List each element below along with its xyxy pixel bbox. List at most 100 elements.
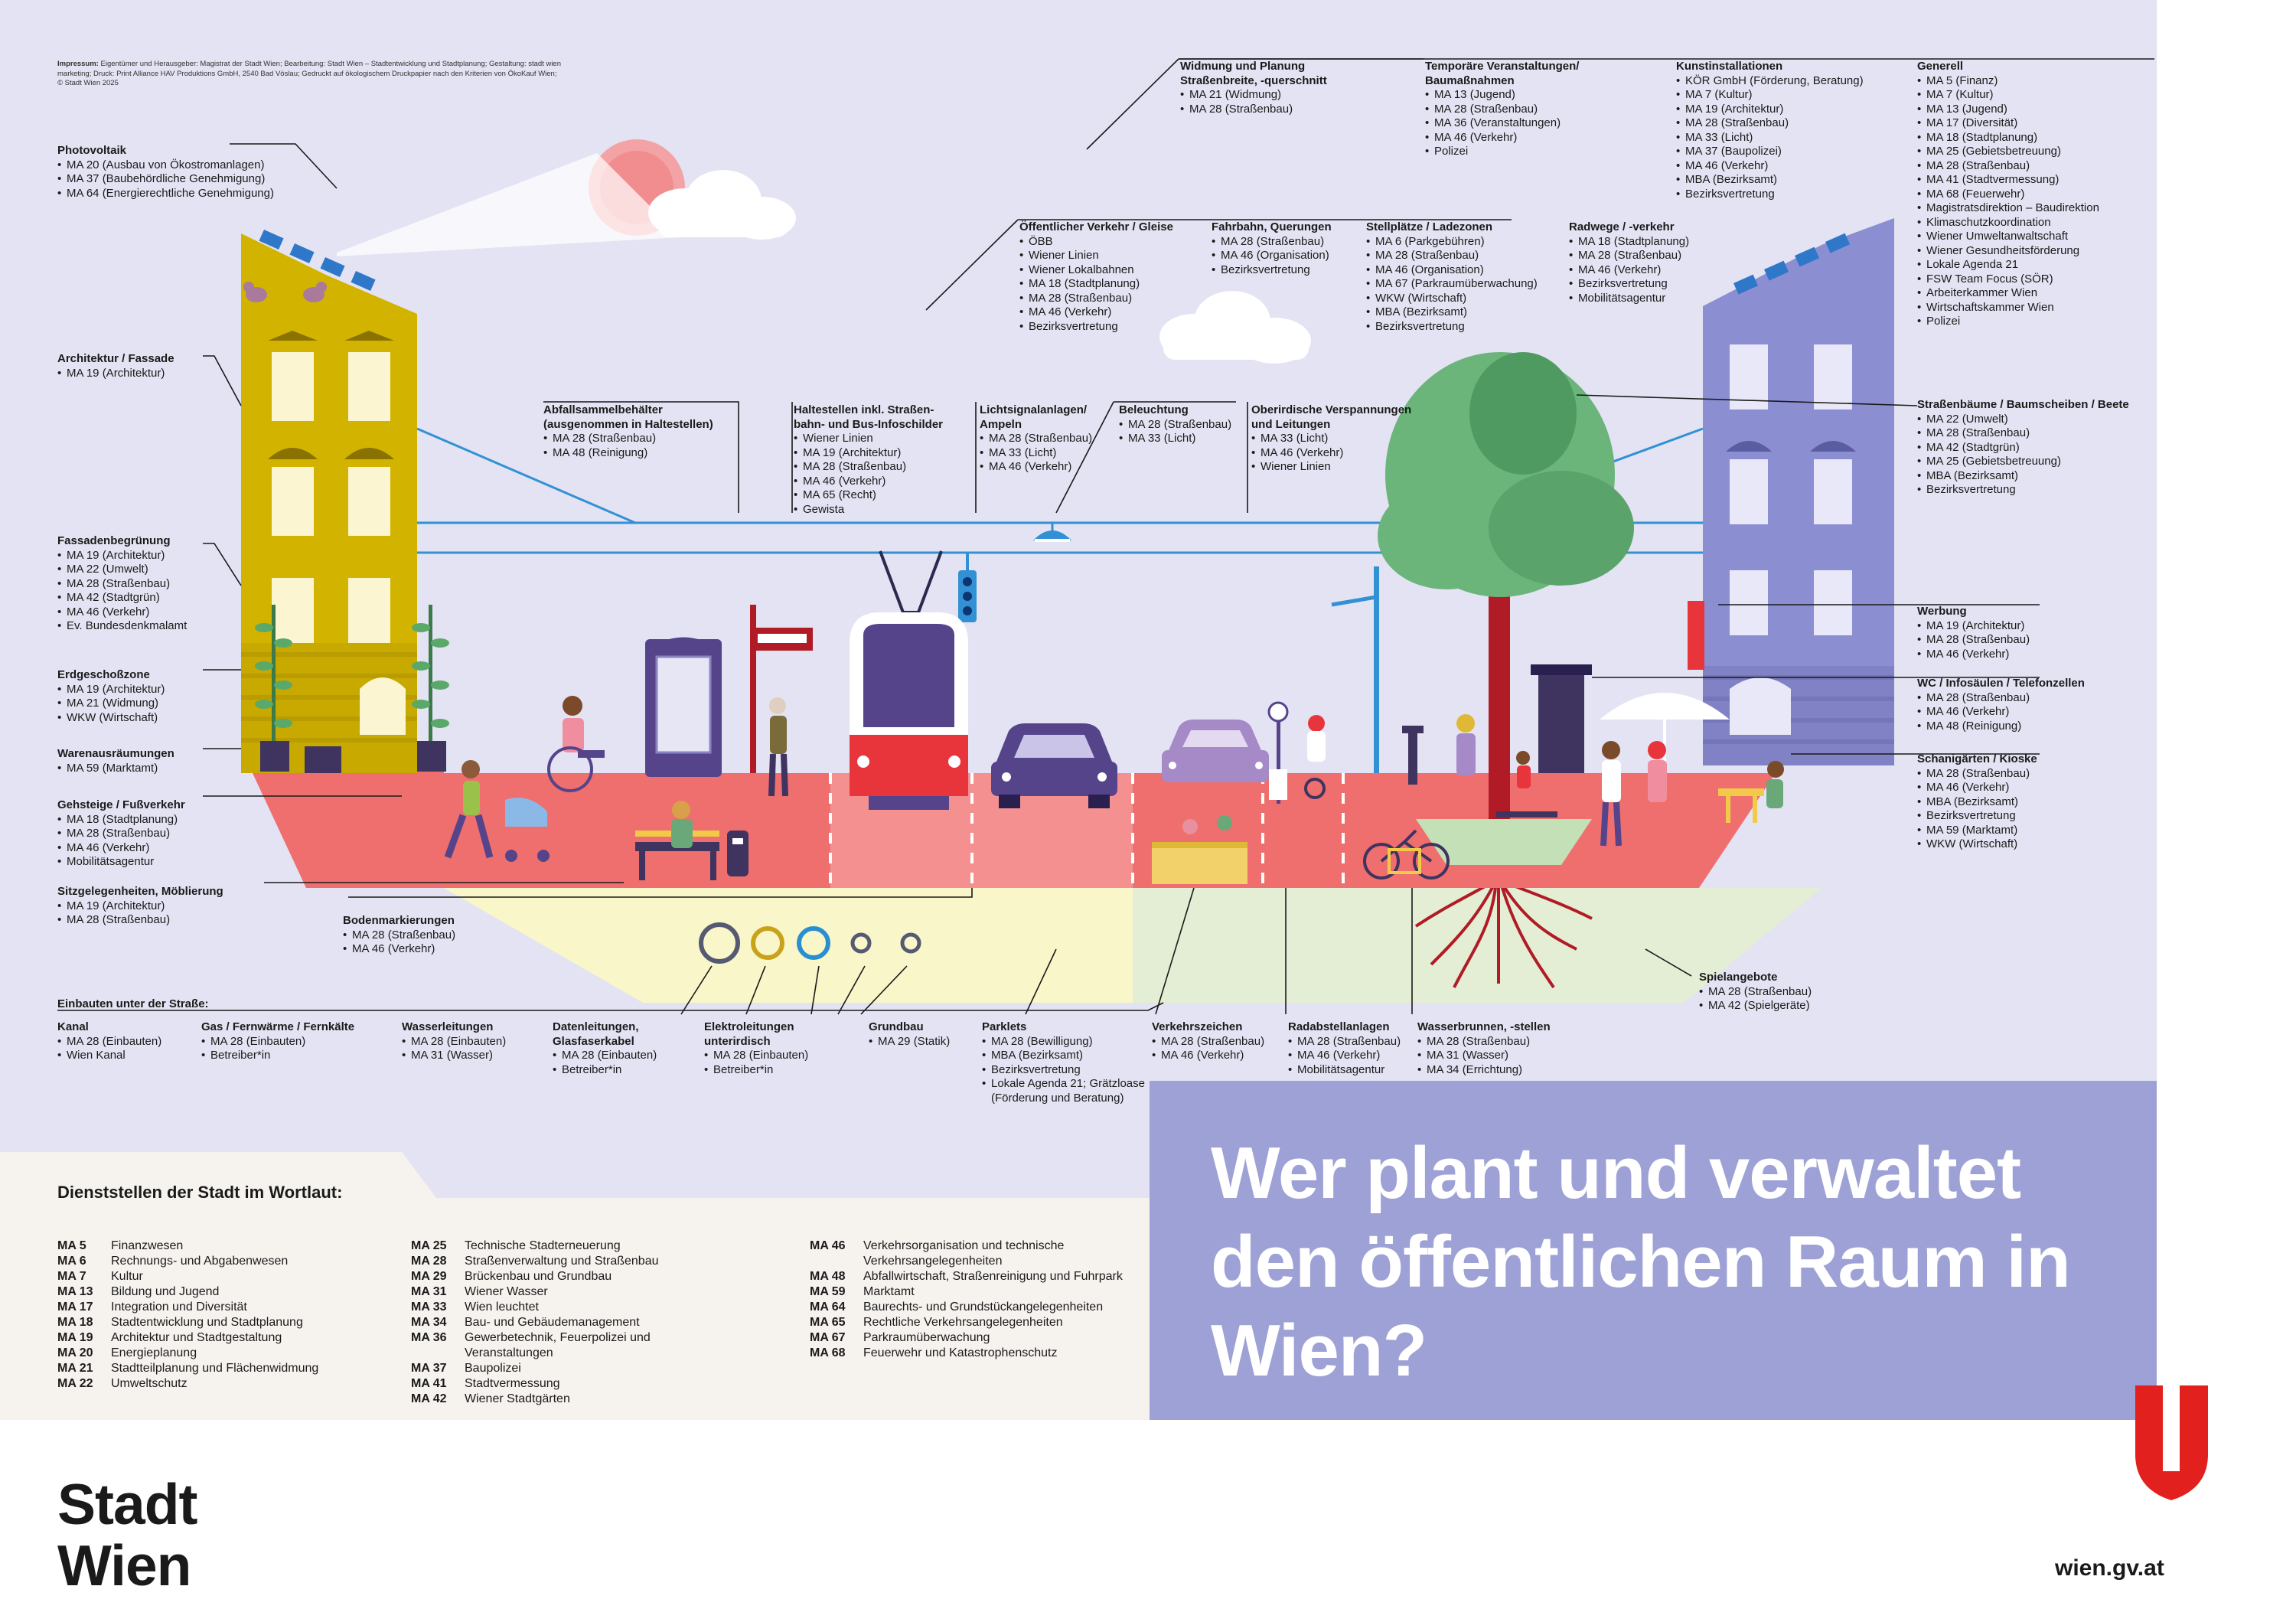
- label-item: MA 28 (Straßenbau): [1180, 103, 1349, 117]
- legend-code: MA 31: [411, 1285, 447, 1298]
- label-item: MA 33 (Licht): [1251, 432, 1435, 446]
- legend-name: Wien leuchtet: [465, 1301, 539, 1314]
- label-title: Gas / Fernwärme / Fernkälte: [201, 1020, 355, 1033]
- label-item: MA 13 (Jugend): [1425, 88, 1601, 103]
- legend-code: MA 41: [411, 1377, 447, 1390]
- pigeon-icon: [243, 282, 267, 302]
- label-title: Gehsteige / Fußverkehr: [57, 798, 185, 811]
- street-lamp: [1033, 523, 1071, 542]
- label-item: KÖR GmbH (Förderung, Beratung): [1676, 74, 1875, 89]
- brand-line-1: Stadt: [57, 1472, 197, 1536]
- label-item: Polizei: [1917, 315, 2147, 329]
- legend-name: Stadtvermessung: [465, 1377, 560, 1390]
- cyclist: [1304, 715, 1326, 799]
- label-stellplaetze: Stellplätze / LadezonenMA 6 (Parkgebühre…: [1366, 220, 1565, 334]
- elderly-pedestrian: [768, 697, 788, 797]
- legend-name: Verkehrsorganisation und technische Verk…: [863, 1239, 1065, 1268]
- label-item: Ev. Bundesdenkmalamt: [57, 619, 249, 634]
- legend-name: Stadtentwicklung und Stadtplanung: [111, 1316, 303, 1329]
- label-kanal: KanalMA 28 (Einbauten)Wien Kanal: [57, 1020, 188, 1063]
- label-item: MA 28 (Straßenbau): [1917, 426, 2139, 441]
- label-title: Temporäre Veranstaltungen/ Baumaßnahmen: [1425, 60, 1580, 87]
- label-warenausraeumungen: WarenausräumungenMA 59 (Marktamt): [57, 747, 249, 775]
- label-temporaere: Temporäre Veranstaltungen/ BaumaßnahmenM…: [1425, 60, 1601, 159]
- label-item-list: MA 28 (Einbauten)Betreiber*in: [201, 1035, 393, 1063]
- street-tree: [1378, 352, 1634, 819]
- label-item: MA 18 (Stadtplanung): [1917, 131, 2147, 145]
- imprint-text: Eigentümer und Herausgeber: Magistrat de…: [57, 60, 561, 87]
- label-item: Wiener Linien: [1251, 460, 1435, 475]
- label-item-list: MA 28 (Straßenbau)MA 46 (Verkehr)MA 48 (…: [1917, 691, 2139, 734]
- car-dark: [991, 723, 1117, 808]
- label-item-list: MA 28 (Straßenbau)MA 46 (Verkehr)MBA (Be…: [1917, 767, 2108, 852]
- label-item-list: MA 20 (Ausbau von Ökostromanlagen)MA 37 …: [57, 158, 333, 201]
- headline: Wer plant und verwaltet den öffentlichen…: [1211, 1132, 2071, 1392]
- legend-code: MA 19: [57, 1331, 93, 1344]
- legend-code: MA 65: [810, 1316, 846, 1329]
- label-item: Wirtschaftskammer Wien: [1917, 301, 2147, 315]
- label-item: MA 28 (Straßenbau): [1917, 767, 2108, 782]
- label-item: Wiener Umweltanwaltschaft: [1917, 230, 2147, 244]
- label-item: Wiener Linien: [794, 432, 962, 446]
- label-item-list: MA 28 (Einbauten)MA 31 (Wasser): [402, 1035, 547, 1063]
- label-item: MBA (Bezirksamt): [1366, 305, 1565, 320]
- label-sitzgelegenheiten: Sitzgelegenheiten, MöblierungMA 19 (Arch…: [57, 885, 272, 928]
- label-item-list: MA 28 (Einbauten)Wien Kanal: [57, 1035, 188, 1063]
- label-werbung: WerbungMA 19 (Architektur)MA 28 (Straßen…: [1917, 605, 2108, 661]
- street-light-pole: [1331, 566, 1379, 773]
- label-lichtsignal: Lichtsignalanlagen/ AmpelnMA 28 (Straßen…: [980, 403, 1117, 475]
- label-widmung: Widmung und Planung Straßenbreite, -quer…: [1180, 60, 1349, 116]
- label-item: MA 46 (Verkehr): [1917, 705, 2139, 720]
- legend-name: Finanzwesen: [111, 1239, 184, 1252]
- label-item: MA 67 (Parkraumüberwachung): [1366, 277, 1565, 292]
- label-verspannungen: Oberirdische Verspannungen und Leitungen…: [1251, 403, 1435, 475]
- label-item: MA 28 (Straßenbau): [1288, 1035, 1418, 1049]
- label-wasserbrunnen: Wasserbrunnen, -stellenMA 28 (Straßenbau…: [1417, 1020, 1570, 1077]
- website-url[interactable]: wien.gv.at: [2055, 1555, 2164, 1581]
- label-item-list: MA 28 (Straßenbau)MA 46 (Verkehr): [1152, 1035, 1290, 1063]
- label-title: Grundbau: [869, 1020, 924, 1033]
- family-playing: [1456, 714, 1557, 818]
- label-item: Arbeiterkammer Wien: [1917, 286, 2147, 301]
- label-title: Beleuchtung: [1119, 403, 1189, 416]
- label-item: MA 48 (Reinigung): [1917, 720, 2139, 734]
- label-item-list: MA 29 (Statik): [869, 1035, 983, 1049]
- building-left: [241, 230, 417, 773]
- label-item: Lokale Agenda 21: [1917, 258, 2147, 273]
- legend-code: MA 28: [411, 1255, 447, 1268]
- label-gehsteige: Gehsteige / Fußverkehr MA 18 (Stadtplanun…: [57, 798, 249, 870]
- label-item: MA 68 (Feuerwehr): [1917, 188, 2147, 202]
- label-title: Warenausräumungen: [57, 747, 174, 760]
- label-item: MA 42 (Stadtgrün): [57, 591, 249, 605]
- label-item: Bezirksvertretung: [1676, 188, 1875, 202]
- waste-bin: [727, 831, 748, 876]
- label-item: Mobilitätsagentur: [1288, 1063, 1418, 1078]
- legend-name: Bau- und Gebäudemanagement: [465, 1316, 640, 1329]
- label-item: MA 34 (Errichtung): [1417, 1063, 1570, 1078]
- label-item: MA 13 (Jugend): [1917, 103, 2147, 117]
- label-title: Kunstinstallationen: [1676, 60, 1783, 73]
- label-title: Radwege / -verkehr: [1569, 220, 1675, 233]
- stop-sign: [750, 605, 813, 773]
- legend-name: Straßenverwaltung und Straßenbau: [465, 1255, 659, 1268]
- legend-code: MA 37: [411, 1362, 447, 1375]
- bike-rack: [1363, 829, 1450, 880]
- label-item: MA 28 (Straßenbau): [1917, 159, 2147, 174]
- label-kunst: KunstinstallationenKÖR GmbH (Förderung, …: [1676, 60, 1875, 201]
- sunbeam: [337, 153, 681, 256]
- label-item: MA 46 (Verkehr): [794, 475, 962, 489]
- label-item: MA 28 (Bewilligung): [982, 1035, 1150, 1049]
- label-title: Datenleitungen, Glasfaserkabel: [553, 1020, 639, 1048]
- legend-title: Dienststellen der Stadt im Wortlaut:: [57, 1183, 343, 1202]
- label-item: MA 18 (Stadtplanung): [57, 813, 249, 827]
- legend-name: Bildung und Jugend: [111, 1285, 220, 1298]
